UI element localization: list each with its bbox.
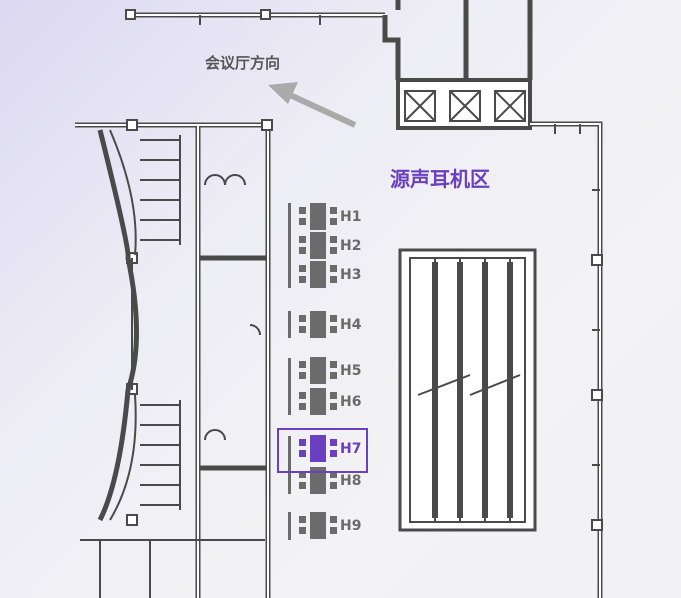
booth-seat	[299, 471, 306, 478]
booth-icon-h4[interactable]	[299, 311, 337, 338]
booth-table	[310, 203, 326, 230]
booth-icon-h9[interactable]	[299, 512, 337, 539]
booth-group-bar	[288, 436, 291, 494]
booth-group-bar	[288, 203, 291, 288]
booth-icon-h2[interactable]	[299, 232, 337, 259]
booth-label-h3[interactable]: H3	[340, 267, 362, 283]
booth-seat	[299, 516, 306, 523]
booth-seat	[330, 207, 337, 214]
booth-icon-h1[interactable]	[299, 203, 337, 230]
walls	[75, 0, 603, 598]
booth-icon-h7[interactable]	[299, 435, 337, 462]
booth-label-h1[interactable]: H1	[340, 209, 362, 225]
booth-seat	[330, 276, 337, 283]
booth-seat	[330, 392, 337, 399]
booth-icon-h5[interactable]	[299, 357, 337, 384]
booth-table	[310, 435, 326, 462]
booth-label-h7[interactable]: H7	[340, 441, 362, 457]
booth-seat	[299, 326, 306, 333]
booth-seat	[330, 218, 337, 225]
booth-icon-h8[interactable]	[299, 467, 337, 494]
booth-seat	[299, 247, 306, 254]
booth-seat	[330, 326, 337, 333]
booth-seat	[299, 276, 306, 283]
booth-label-h9[interactable]: H9	[340, 518, 362, 534]
booth-seat	[330, 527, 337, 534]
booth-seat	[299, 372, 306, 379]
booth-seat	[299, 439, 306, 446]
elevator-icon	[404, 90, 526, 122]
booth-seat	[299, 315, 306, 322]
booth-label-h8[interactable]: H8	[340, 473, 362, 489]
booth-group-bar	[288, 358, 291, 415]
booth-group-bar	[288, 512, 291, 540]
booth-seat	[330, 315, 337, 322]
booth-seat	[330, 236, 337, 243]
direction-arrow-icon	[268, 82, 357, 128]
booth-icon-h3[interactable]	[299, 261, 337, 288]
escalator-area	[398, 248, 537, 532]
booth-seat	[299, 527, 306, 534]
booth-seat	[299, 218, 306, 225]
booth-label-h2[interactable]: H2	[340, 238, 362, 254]
booth-seat	[330, 516, 337, 523]
booth-seat	[299, 403, 306, 410]
booth-seat	[330, 450, 337, 457]
booth-seat	[299, 361, 306, 368]
booth-seat	[299, 207, 306, 214]
booth-seat	[299, 450, 306, 457]
booth-icon-h6[interactable]	[299, 388, 337, 415]
booth-label-h6[interactable]: H6	[340, 394, 362, 410]
booth-seat	[299, 265, 306, 272]
booth-table	[310, 388, 326, 415]
booth-seat	[330, 265, 337, 272]
booth-table	[310, 232, 326, 259]
booth-seat	[330, 361, 337, 368]
booth-table	[310, 261, 326, 288]
booth-table	[310, 467, 326, 494]
booth-seat	[330, 247, 337, 254]
booth-seat	[330, 482, 337, 489]
booth-seat	[299, 392, 306, 399]
booth-seat	[299, 482, 306, 489]
booth-seat	[330, 471, 337, 478]
booth-label-h4[interactable]: H4	[340, 317, 362, 333]
booth-seat	[330, 439, 337, 446]
zone-title: 源声耳机区	[390, 167, 490, 191]
booth-table	[310, 357, 326, 384]
booth-group-bar	[288, 311, 291, 338]
booth-seat	[330, 372, 337, 379]
booth-table	[310, 512, 326, 539]
booth-seat	[299, 236, 306, 243]
booth-seat	[330, 403, 337, 410]
direction-label: 会议厅方向	[205, 54, 281, 72]
booths	[288, 203, 337, 540]
booth-table	[310, 311, 326, 338]
booth-label-h5[interactable]: H5	[340, 363, 362, 379]
selected-booth-highlight	[277, 428, 368, 473]
